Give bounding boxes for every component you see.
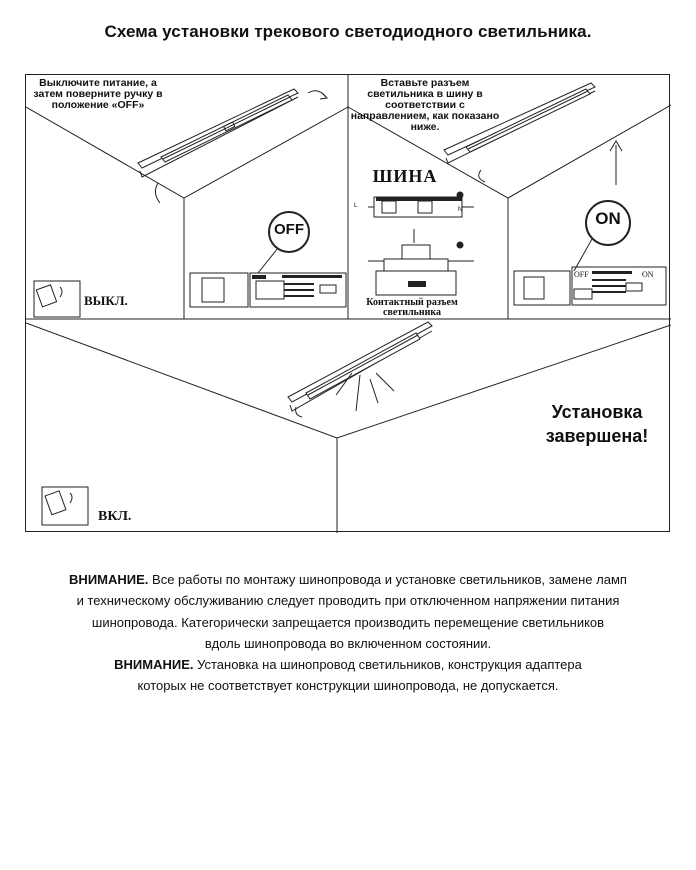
page-title: Схема установки трекового светодиодного … [104, 22, 592, 41]
done-line-1: Установка [551, 402, 643, 422]
pcb-mark-off: OFF [574, 270, 589, 279]
warning-1-line-4: вдоль шинопровода во включенном состояни… [204, 635, 492, 651]
done-line-2: завершена! [545, 426, 649, 446]
switch-on-label: ВКЛ. [98, 509, 132, 524]
on-badge: ON [595, 209, 621, 228]
switch-off-label: ВЫКЛ. [84, 293, 128, 308]
installation-diagram: Выключите питание, а затем поверните руч… [25, 74, 671, 533]
warning-2-label: ВНИМАНИЕ. [114, 657, 194, 673]
track-fixture-1 [137, 88, 329, 204]
room-ceiling-lines-1 [26, 106, 349, 199]
track-fixture-2 [443, 82, 623, 185]
filled-details [252, 191, 632, 297]
warning-1-line-3: шинопровода. Категорически запрещается п… [91, 614, 605, 630]
step1-instruction: Выключите питание, а затем поверните руч… [33, 77, 163, 111]
track-fixture-3 [287, 321, 433, 418]
warning-1-line-2: и техническому обслуживанию следует пров… [76, 593, 620, 609]
connector-label-2: светильника [383, 307, 441, 318]
rail-label: ШИНА [372, 166, 438, 186]
adapter-detail-1 [189, 211, 347, 308]
adapter-detail-2 [513, 200, 667, 306]
warnings-block: ВНИМАНИЕ. Все работы по монтажу шинопров… [0, 569, 696, 697]
warning-1-line-1: ВНИМАНИЕ. Все работы по монтажу шинопров… [69, 572, 627, 587]
rail-mark-l: L [354, 203, 358, 209]
warning-1-label: ВНИМАНИЕ. [69, 572, 149, 587]
connector-label-1: Контактный разъем [366, 297, 458, 308]
diagram-drawing [26, 75, 671, 533]
pcb-mark-on: ON [642, 270, 654, 279]
off-badge: OFF [274, 221, 304, 238]
step2-instruction: Вставьте разъем светильника в шину в соо… [350, 77, 500, 133]
rail-mark-n: N [458, 207, 463, 213]
warning-2-line-1: ВНИМАНИЕ. Установка на шинопровод светил… [114, 657, 582, 673]
warning-2-line-2: которых не соответствует конструкции шин… [137, 678, 559, 694]
rail-profile-drawing [368, 196, 474, 296]
